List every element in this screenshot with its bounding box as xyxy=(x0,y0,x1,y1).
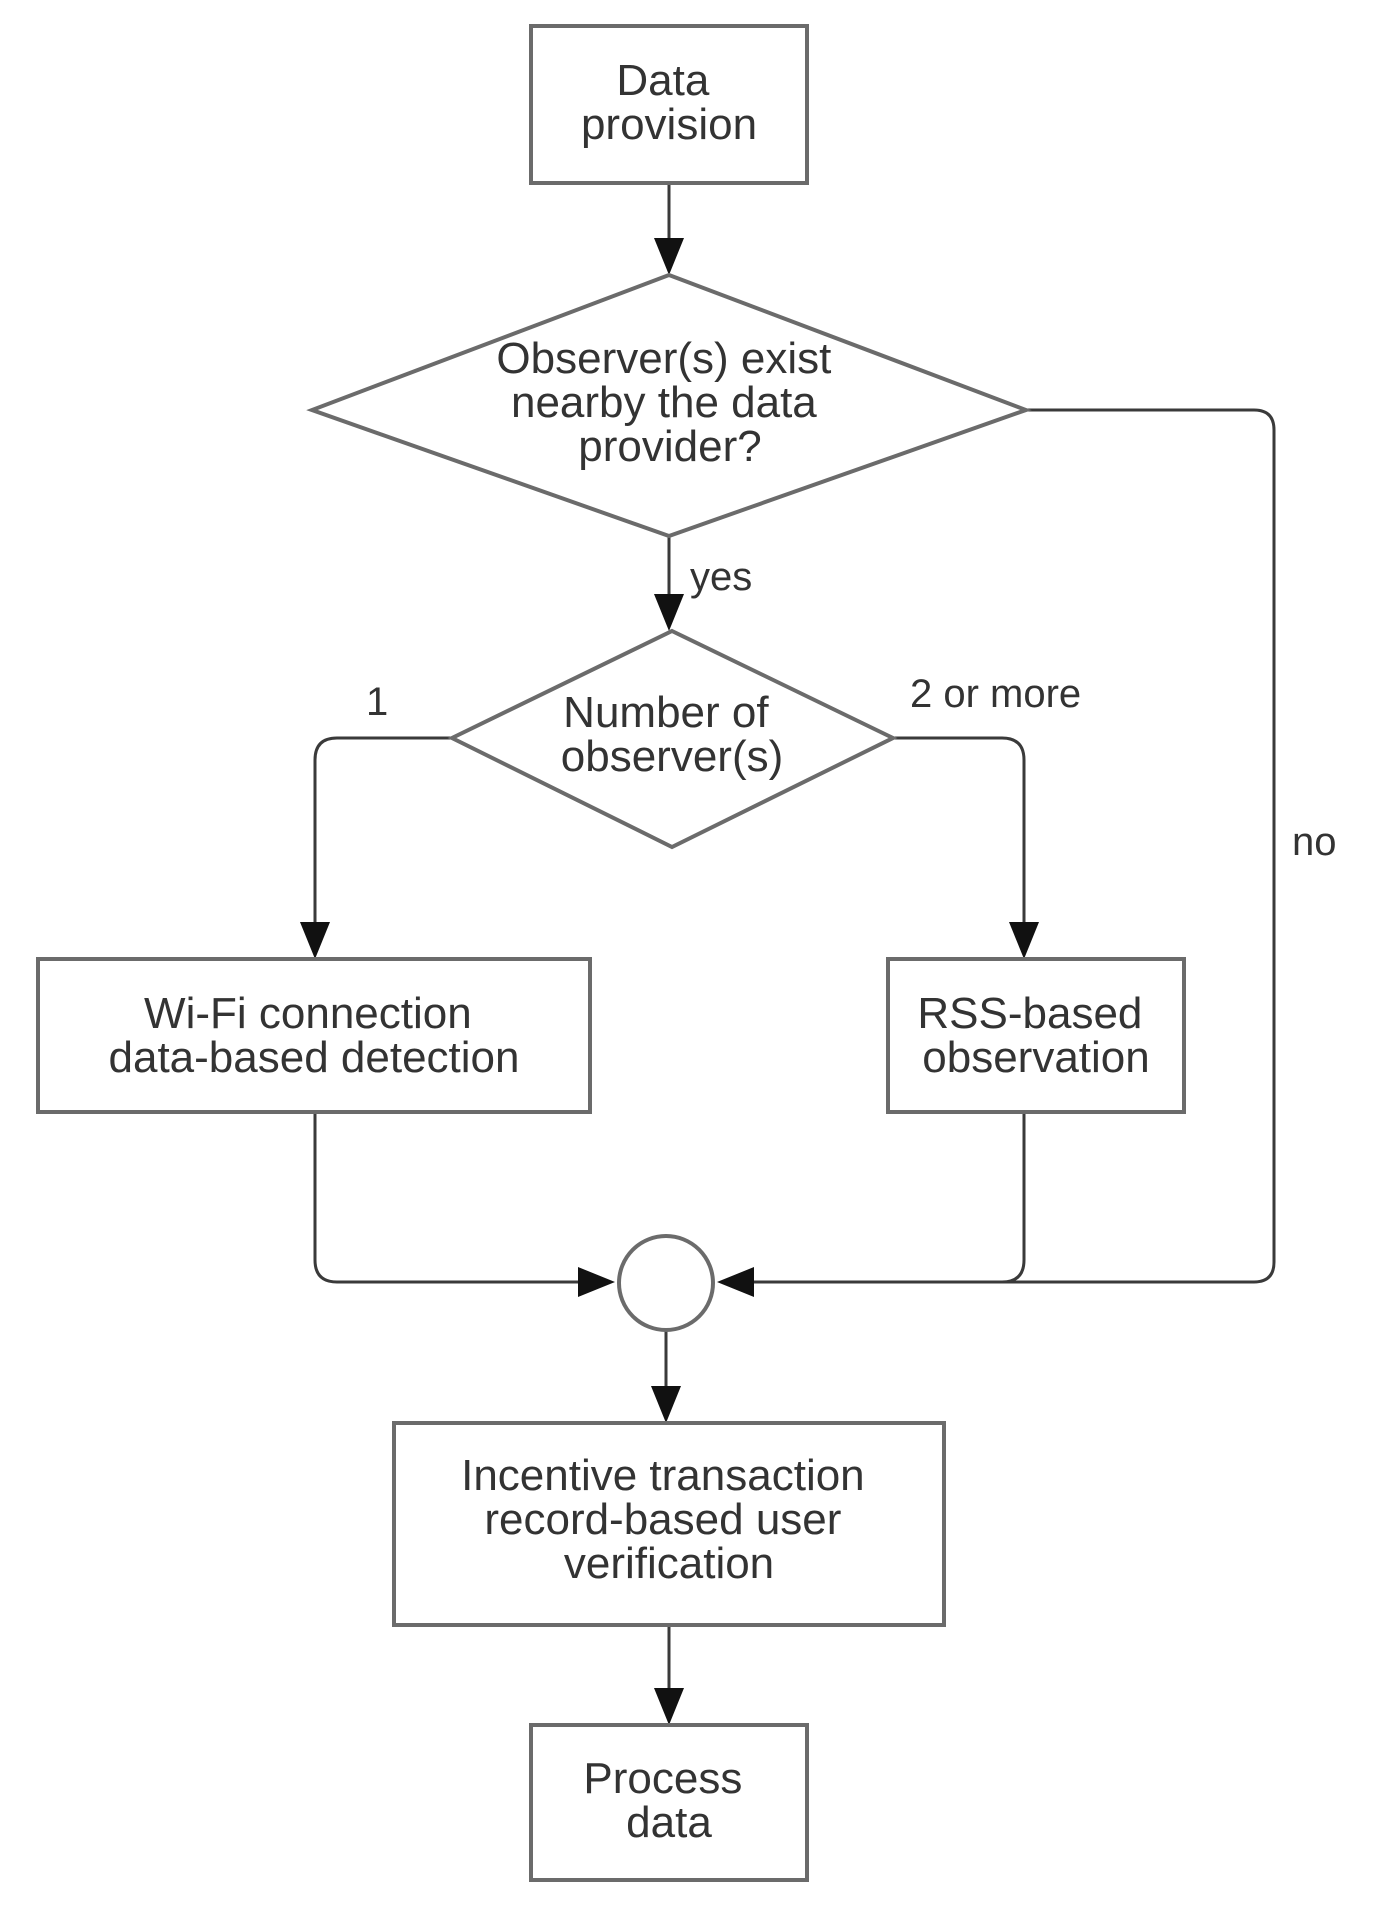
wifi-detection-line-2: data-based detection xyxy=(109,1033,520,1082)
edge-label-no: no xyxy=(1292,820,1337,864)
process-data-box xyxy=(529,1723,809,1882)
arrowhead-process xyxy=(654,1688,684,1725)
wifi-detection-line-1: Wi-Fi connection xyxy=(144,989,472,1038)
arrowhead-merge-left xyxy=(578,1267,615,1297)
edge-two-or-more xyxy=(893,736,1026,922)
number-of-observers-line-2: observer(s) xyxy=(561,732,784,781)
svg-text:Process data: Process data xyxy=(583,1754,754,1847)
data-provision-line-1: Data xyxy=(616,56,709,105)
rss-observation-line-1: RSS-based xyxy=(917,989,1142,1038)
observers-nearby-diamond xyxy=(306,272,1032,539)
edge-rss-to-merge xyxy=(754,1112,1026,1284)
node-process-data: Process data xyxy=(529,1723,809,1882)
node-incentive-verification: Incentive transaction record-based user … xyxy=(392,1421,946,1627)
edge-wifi-to-merge xyxy=(313,1112,578,1284)
observers-nearby-line-3: provider? xyxy=(578,422,761,471)
svg-text:Wi-Fi connection data-ba: Wi-Fi connection data-based detection xyxy=(109,989,520,1082)
incentive-verification-line-1: Incentive transaction xyxy=(461,1451,865,1500)
arrowhead-decision1 xyxy=(654,238,684,275)
process-data-line-1: Process xyxy=(583,1754,742,1803)
edge-one xyxy=(313,736,452,922)
svg-text:RSS-based observation: RSS-based observation xyxy=(917,989,1154,1082)
node-rss-observation: RSS-based observation xyxy=(886,957,1186,1114)
arrowhead-merge-right xyxy=(717,1267,754,1297)
incentive-verification-line-3: verification xyxy=(564,1539,774,1588)
node-number-of-observers-decision: Number of observer(s) xyxy=(447,628,898,850)
process-data-line-2: data xyxy=(626,1798,712,1847)
wifi-detection-box xyxy=(36,957,592,1114)
incentive-verification-line-2: record-based user xyxy=(484,1495,841,1544)
edge-labels: yes 1 2 or more no xyxy=(366,555,1337,864)
rss-observation-box xyxy=(886,957,1186,1114)
observers-nearby-line-2: nearby the data xyxy=(511,378,817,427)
number-of-observers-diamond xyxy=(447,628,898,850)
rss-observation-line-2: observation xyxy=(922,1033,1149,1082)
merge-circle xyxy=(617,1234,715,1332)
arrowhead-wifi xyxy=(300,922,330,959)
node-wifi-detection: Wi-Fi connection data-based detection xyxy=(36,957,592,1114)
edge-label-two-or-more: 2 or more xyxy=(910,672,1081,716)
svg-text:Incentive transaction re: Incentive transaction record-based user … xyxy=(461,1451,877,1588)
arrowhead-rss xyxy=(1009,922,1039,959)
data-provision-box xyxy=(529,24,809,185)
svg-text:Number of observer(s): Number of observer(s) xyxy=(561,688,784,781)
node-observers-nearby-decision: Observer(s) exist nearby the data provid… xyxy=(306,272,1032,539)
arrowhead-incentive xyxy=(651,1386,681,1423)
arrowhead-decision2 xyxy=(654,594,684,631)
edge-no xyxy=(754,408,1276,1284)
edge-label-one: 1 xyxy=(366,680,388,724)
node-merge xyxy=(617,1234,715,1332)
svg-text:Data provision: Data provision xyxy=(581,56,757,149)
node-data-provision: Data provision xyxy=(529,24,809,185)
data-provision-line-2: provision xyxy=(581,100,757,149)
svg-text:Observer(s) exist nearby: Observer(s) exist nearby the data provid… xyxy=(496,334,843,471)
observers-nearby-line-1: Observer(s) exist xyxy=(496,334,831,383)
number-of-observers-line-1: Number of xyxy=(563,688,769,737)
edge-label-yes: yes xyxy=(690,555,752,599)
connectors xyxy=(300,183,1276,1725)
incentive-verification-box xyxy=(392,1421,946,1627)
